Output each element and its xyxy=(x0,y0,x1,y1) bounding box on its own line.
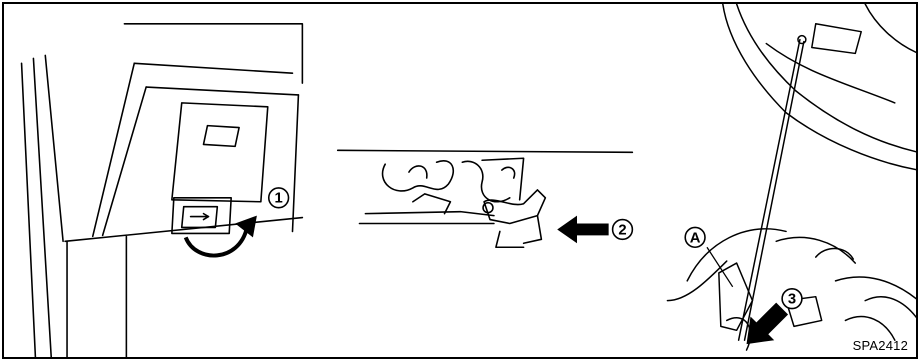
callout-a-label: A xyxy=(690,230,701,246)
panel-hood-release-lever: 1 xyxy=(4,4,314,357)
panel-secondary-latch: 2 xyxy=(324,4,654,357)
hood-release-lever-drawing: 1 xyxy=(4,4,314,357)
illustration-frame: 1 xyxy=(2,2,918,359)
figure-code: SPA2412 xyxy=(853,338,908,353)
secondary-latch-drawing: 2 xyxy=(324,4,654,357)
step-3-label: 3 xyxy=(788,292,796,308)
step-1-label: 1 xyxy=(275,191,283,207)
panel-hood-support-rod: A 3 xyxy=(666,4,918,357)
hood-support-rod-drawing: A 3 xyxy=(666,4,918,357)
step-2-label: 2 xyxy=(618,222,626,238)
